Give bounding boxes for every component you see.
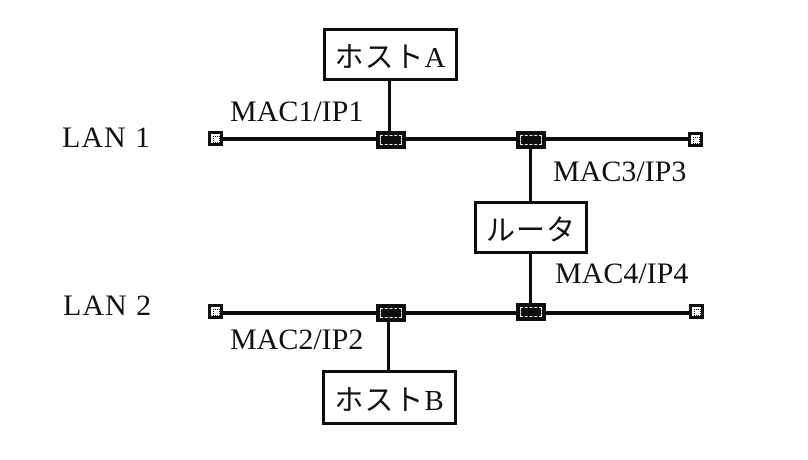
mac3-ip3-label: MAC3/IP3	[553, 155, 687, 188]
lan1-right-terminator-icon	[688, 132, 703, 147]
host-a-tap-icon	[376, 131, 406, 149]
lan1-bus-line	[215, 137, 697, 141]
lan2-right-terminator-icon	[689, 304, 704, 319]
tap-hatch	[520, 135, 542, 145]
router-box: ルータ	[474, 201, 588, 254]
mac1-ip1-label: MAC1/IP1	[230, 95, 364, 128]
lan1-label: LAN 1	[62, 121, 152, 154]
router-lan2-tap-icon	[516, 303, 546, 321]
tap-hatch	[380, 308, 402, 318]
router-lan1-drop-line	[529, 147, 532, 203]
lan2-bus-line	[215, 311, 697, 315]
router-label: ルータ	[485, 214, 576, 247]
host-b-box: ホストB	[322, 370, 457, 425]
host-a-label: ホストA	[334, 41, 447, 74]
router-lan1-tap-icon	[516, 131, 546, 149]
terminator-mark	[694, 309, 701, 316]
lan2-label: LAN 2	[63, 289, 153, 322]
host-b-label: ホストB	[334, 384, 445, 417]
mac4-ip4-label: MAC4/IP4	[555, 257, 689, 290]
lan2-left-terminator-icon	[208, 304, 223, 319]
terminator-mark	[693, 137, 700, 144]
host-b-drop-line	[387, 315, 390, 372]
host-a-drop-line	[388, 81, 391, 137]
router-lan2-drop-line	[529, 252, 532, 313]
host-b-tap-icon	[376, 304, 406, 322]
tap-hatch	[520, 307, 542, 317]
mac2-ip2-label: MAC2/IP2	[230, 323, 364, 356]
terminator-mark	[213, 136, 220, 143]
terminator-mark	[213, 309, 220, 316]
lan1-left-terminator-icon	[208, 131, 223, 146]
tap-hatch	[380, 135, 402, 145]
host-a-box: ホストA	[323, 28, 458, 81]
